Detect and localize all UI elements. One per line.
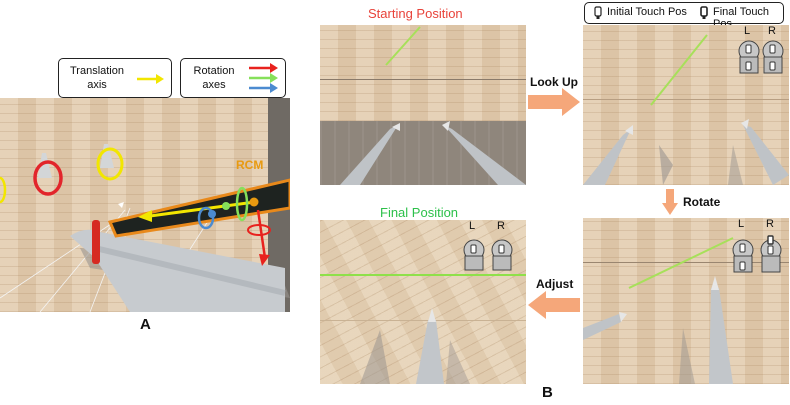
starting-position-scene (320, 25, 526, 185)
rotation-legend-line2: axes (202, 79, 226, 91)
translation-legend-line2: axis (87, 79, 107, 91)
yellow-arrow-icon (137, 74, 164, 84)
rotate-left-label: L (738, 218, 745, 230)
right-touch-widget (491, 239, 513, 271)
rotate-scene: L R (583, 218, 789, 384)
rotate-label: Rotate (683, 195, 721, 209)
rotation-arrows-icon (249, 63, 278, 93)
adjust-label: Adjust (536, 277, 574, 291)
rotate-arrow-icon (662, 189, 678, 215)
look-up-label: Look Up (530, 75, 578, 89)
panel-a-scene: RCM (0, 98, 290, 312)
final-right-label: R (497, 220, 505, 232)
starting-position-title: Starting Position (368, 6, 463, 21)
right-touch-widget (760, 235, 782, 273)
look-up-right-label: R (768, 25, 776, 37)
look-up-left-label: L (744, 25, 751, 37)
translation-legend-line1: Translation (69, 65, 124, 77)
right-touch-widget (762, 40, 784, 74)
look-up-scene: L R (583, 25, 789, 185)
panel-a-label: A (140, 316, 151, 333)
rcm-label: RCM (236, 158, 264, 172)
translation-axis-legend: Translation axis (58, 58, 172, 98)
rotation-legend-line1: Rotation (193, 65, 235, 77)
adjust-arrow-icon (528, 291, 580, 319)
left-touch-widget (738, 40, 760, 74)
final-position-title: Final Position (380, 205, 459, 220)
left-touch-widget (463, 239, 485, 271)
touch-position-legend: Initial Touch Pos Final Touch Pos (584, 2, 784, 30)
rotate-right-label: R (766, 218, 774, 230)
rotation-axes-legend: Rotation axes (180, 58, 286, 98)
look-up-arrow-icon (528, 88, 580, 116)
initial-touch-label: Initial Touch Pos (607, 6, 687, 18)
left-touch-widget (732, 239, 754, 273)
final-position-scene: L R (320, 220, 526, 384)
initial-touch-icon (594, 6, 602, 19)
final-left-label: L (469, 220, 476, 232)
panel-b-label: B (542, 384, 553, 401)
final-touch-icon (700, 6, 708, 19)
